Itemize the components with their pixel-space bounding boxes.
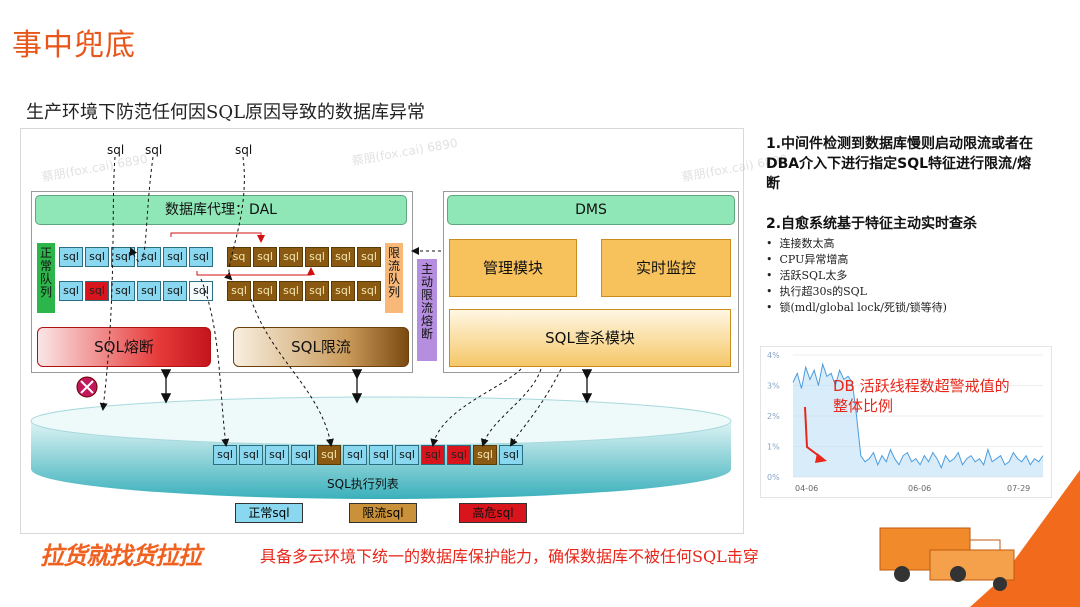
bullet-list: • 连接数太高 • CPU异常增高 • 活跃SQL太多 • 执行超30s的SQL… — [766, 236, 1066, 316]
block-icon — [76, 376, 98, 398]
orange-corner — [970, 470, 1080, 607]
limit-queue: sq sql sql sql sql sql sql sql sql sql s… — [227, 243, 383, 313]
incoming-sql-label: sql — [235, 143, 253, 157]
redirect-arrow — [196, 267, 315, 276]
incoming-sql-label: sql — [145, 143, 163, 157]
y-tick-label: 1% — [767, 443, 780, 452]
exec-sql-cell: sql — [369, 445, 393, 465]
truck-illustration — [879, 470, 1080, 607]
y-tick-label: 4% — [767, 351, 780, 360]
normal-sql-cell: sql — [59, 281, 83, 301]
limited-sql-cell: sql — [227, 281, 251, 301]
normal-sql-cell: sql — [137, 281, 161, 301]
flow-arrow — [223, 156, 245, 281]
normal-sql-cell: sql — [137, 247, 161, 267]
flow-arrow — [509, 368, 562, 447]
exec-sql-cell: sql — [291, 445, 315, 465]
chart-svg: 0% 1% 2% 3% 4% 04-06 06-06 07-29 DB 活跃线程数超警戒值的整体… — [767, 351, 1044, 493]
exec-sql-cell: sql — [239, 445, 263, 465]
point-2: 2.自愈系统基于特征主动实时查杀 — [766, 216, 978, 232]
legend-limited: 限流sql — [349, 503, 417, 523]
sql-kill-module: SQL查杀模块 — [449, 309, 731, 367]
x-tick-label: 04-06 — [795, 484, 818, 493]
dms-title-bar: DMS — [447, 195, 735, 225]
tagline: 具备多云环境下统一的数据库保护能力，确保数据库不被任何SQL击穿 — [260, 547, 759, 566]
normal-sql-cell: sql — [59, 247, 83, 267]
wheel-icon — [894, 566, 910, 582]
realtime-monitor-module: 实时监控 — [601, 239, 731, 297]
sql-limit-panel: SQL限流 — [233, 327, 409, 367]
limited-sql-cell: sql — [331, 281, 355, 301]
management-module: 管理模块 — [449, 239, 577, 297]
architecture-diagram: 蔡朋(fox.cai) 6890 蔡朋(fox.cai) 6890 蔡朋(fox… — [20, 128, 789, 534]
wheel-icon — [950, 566, 966, 582]
x-tick-label: 06-06 — [908, 484, 931, 493]
exec-sql-cell: sql — [447, 445, 471, 465]
brand-logo: 拉货就找货拉拉 — [40, 542, 202, 570]
redirect-arrow — [170, 232, 265, 243]
y-tick-label: 3% — [767, 382, 780, 391]
exec-sql-cell: sql — [213, 445, 237, 465]
y-tick-label: 0% — [767, 473, 780, 482]
exec-list-label: SQL执行列表 — [327, 477, 399, 491]
x-tick-label: 07-29 — [1007, 484, 1030, 493]
series-area — [793, 364, 1043, 477]
flow-arrow — [99, 156, 116, 411]
point-1: 1.中间件检测到数据库慢则启动限流或者在DBA介入下进行指定SQL特征进行限流/… — [766, 136, 1034, 192]
flow-arrow — [250, 298, 334, 447]
exec-sql-cell: sql — [265, 445, 289, 465]
active-thread-chart: 0% 1% 2% 3% 4% 04-06 06-06 07-29 DB 活跃线程数超警戒值的整体… — [760, 346, 1052, 498]
limited-sql-cell: sql — [253, 247, 277, 267]
bullet-item: • CPU异常增高 — [766, 253, 849, 266]
series-line — [792, 362, 1044, 470]
legend-normal: 正常sql — [235, 503, 303, 523]
normal-sql-cell: sql — [163, 281, 187, 301]
normal-sql-cell: sql — [189, 247, 213, 267]
legend-danger: 高危sql — [459, 503, 527, 523]
limit-queue-label: 限流队列 — [385, 243, 403, 313]
active-limit-fuse-label: 主动限流熔断 — [417, 259, 437, 361]
exec-sql-cell: sql — [421, 445, 445, 465]
bullet-item: • 活跃SQL太多 — [766, 269, 848, 282]
truck-body — [929, 549, 1015, 581]
page-title: 事中兜底 — [12, 28, 136, 63]
limited-sql-cell: sql — [279, 281, 303, 301]
flow-arrow — [430, 368, 522, 447]
exec-sql-cell: sql — [343, 445, 367, 465]
dal-container — [31, 191, 413, 373]
normal-sql-cell: sql — [111, 281, 135, 301]
bullet-item: • 锁(mdl/global lock/死锁/锁等待) — [766, 301, 947, 314]
limited-sql-cell: sql — [305, 281, 329, 301]
limited-sql-cell: sql — [305, 247, 329, 267]
limited-sql-cell: sql — [357, 247, 381, 267]
incoming-sql-label: sql — [107, 143, 125, 157]
bullet-item: • 连接数太高 — [766, 237, 835, 250]
page-subtitle: 生产环境下防范任何因SQL原因导致的数据库异常 — [26, 102, 426, 123]
y-tick-label: 2% — [767, 412, 780, 421]
dal-title-bar: 数据库代理：DAL — [35, 195, 407, 225]
sql-fuse-panel: SQL熔断 — [37, 327, 211, 367]
annotation-arrowhead — [815, 453, 827, 463]
limited-sql-cell: sql — [357, 281, 381, 301]
wheel-icon — [993, 577, 1007, 591]
limited-sql-cell: sql — [253, 281, 277, 301]
normal-queue: sql sql sql sql sql sql sql sql sql sql … — [59, 243, 219, 313]
limited-sql-cell: sql — [279, 247, 303, 267]
limited-sql-cell: sql — [331, 247, 355, 267]
chart-title: DB 活跃线程数超警戒值的 — [833, 377, 1010, 395]
normal-sql-cell: sql — [85, 247, 109, 267]
chart-title: 整体比例 — [833, 397, 893, 415]
normal-sql-cell: sql — [111, 247, 135, 267]
flow-arrow — [200, 278, 230, 447]
normal-queue-label: 正常队列 — [37, 243, 55, 313]
normal-sql-cell: sql — [163, 247, 187, 267]
danger-sql-cell: sql — [85, 281, 109, 301]
exec-sql-cell: sql — [395, 445, 419, 465]
flow-connectors — [76, 156, 593, 447]
bullet-item: • 执行超30s的SQL — [766, 285, 867, 298]
flow-arrow — [480, 368, 542, 447]
flow-arrow — [129, 156, 154, 263]
